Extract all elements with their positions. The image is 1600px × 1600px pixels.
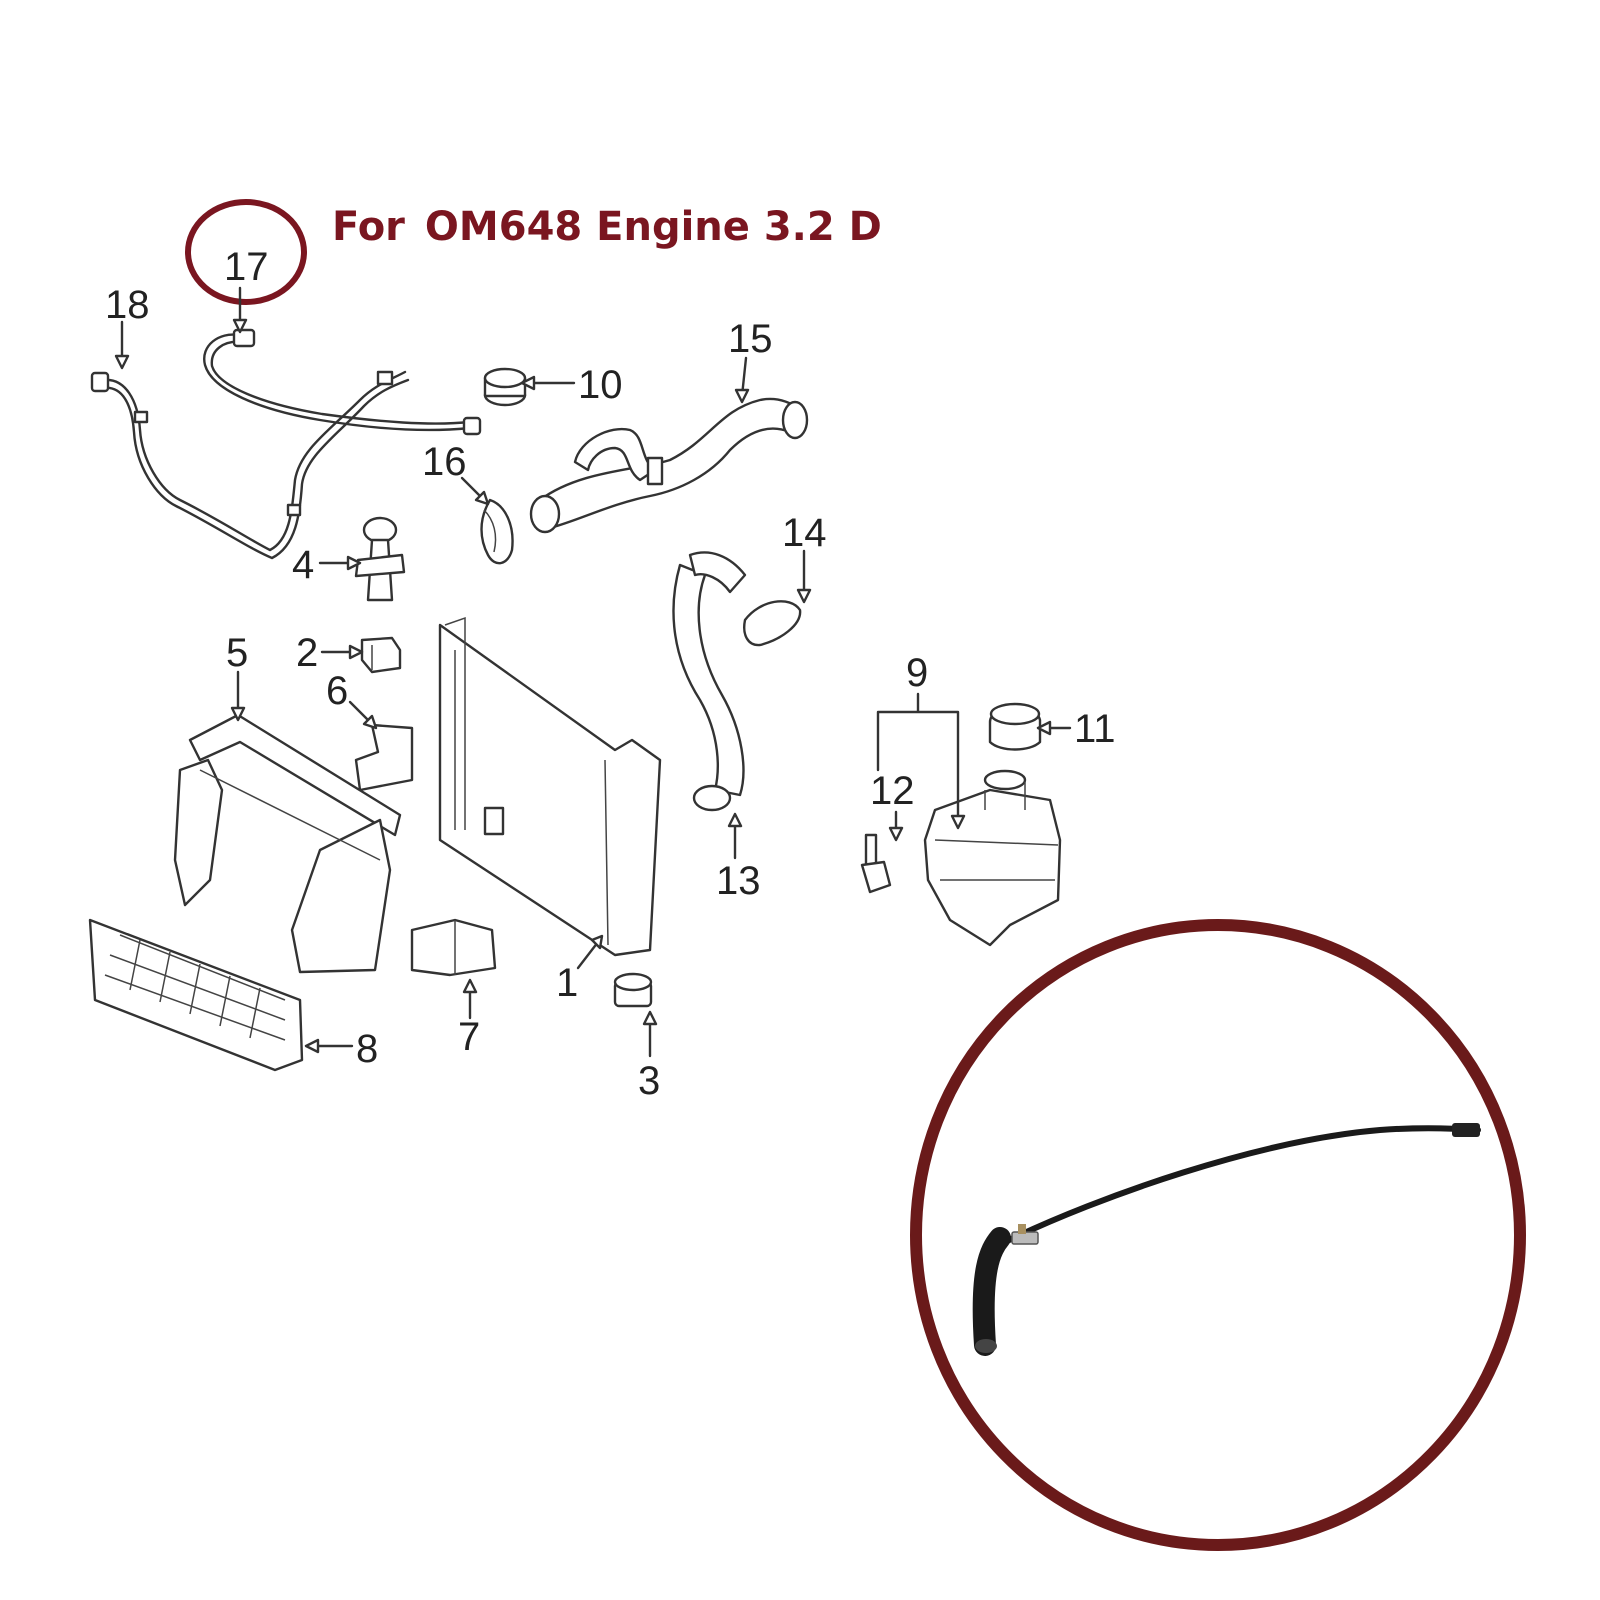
callout-9: 9: [906, 651, 928, 695]
part-12-sensor: [860, 833, 892, 894]
part-14-clamp: [743, 600, 802, 647]
callout-11: 11: [1074, 707, 1116, 751]
part-13-lower-hose: [672, 551, 747, 812]
callout-8: 8: [356, 1027, 378, 1071]
part-3-cap: [613, 972, 653, 1008]
part-10-grommet: [483, 367, 527, 407]
callout-15: 15: [728, 317, 773, 361]
part-11-cap: [988, 702, 1042, 751]
callout-16: 16: [422, 440, 467, 484]
callout-7: 7: [458, 1015, 480, 1059]
part-15-upper-hose: [529, 397, 809, 534]
callout-14: 14: [782, 511, 827, 555]
callout-5: 5: [226, 631, 248, 675]
part-17-photo-inset: [910, 919, 1526, 1551]
part-9-expansion-tank: [923, 769, 1062, 947]
callout-17: 17: [224, 245, 269, 289]
highlight-circle-17: [185, 199, 307, 305]
part-8-grille: [88, 918, 304, 1072]
callout-13: 13: [716, 859, 761, 903]
leader-lines: [114, 286, 1072, 1058]
part-4-clip: [354, 516, 406, 602]
part-1-radiator: [438, 616, 662, 957]
part-2-bracket: [360, 636, 402, 674]
callout-10: 10: [578, 363, 623, 407]
callout-3: 3: [638, 1059, 660, 1103]
part-5-support-frame: [173, 713, 402, 974]
title-prefix: For: [332, 204, 405, 250]
part-18-17-hoses: [90, 328, 482, 560]
title-engine: OM648 Engine 3.2 D: [424, 204, 882, 250]
callout-6: 6: [326, 669, 348, 713]
callout-2: 2: [296, 631, 318, 675]
callout-12: 12: [870, 769, 915, 813]
callout-1: 1: [556, 961, 578, 1005]
callout-4: 4: [292, 543, 314, 587]
part-6-bracket: [354, 723, 414, 792]
callout-18: 18: [105, 283, 150, 327]
part-16-clamp: [480, 498, 514, 565]
diagram-title: For OM648 Engine 3.2 D: [332, 204, 882, 250]
part-7-duct: [410, 918, 497, 977]
